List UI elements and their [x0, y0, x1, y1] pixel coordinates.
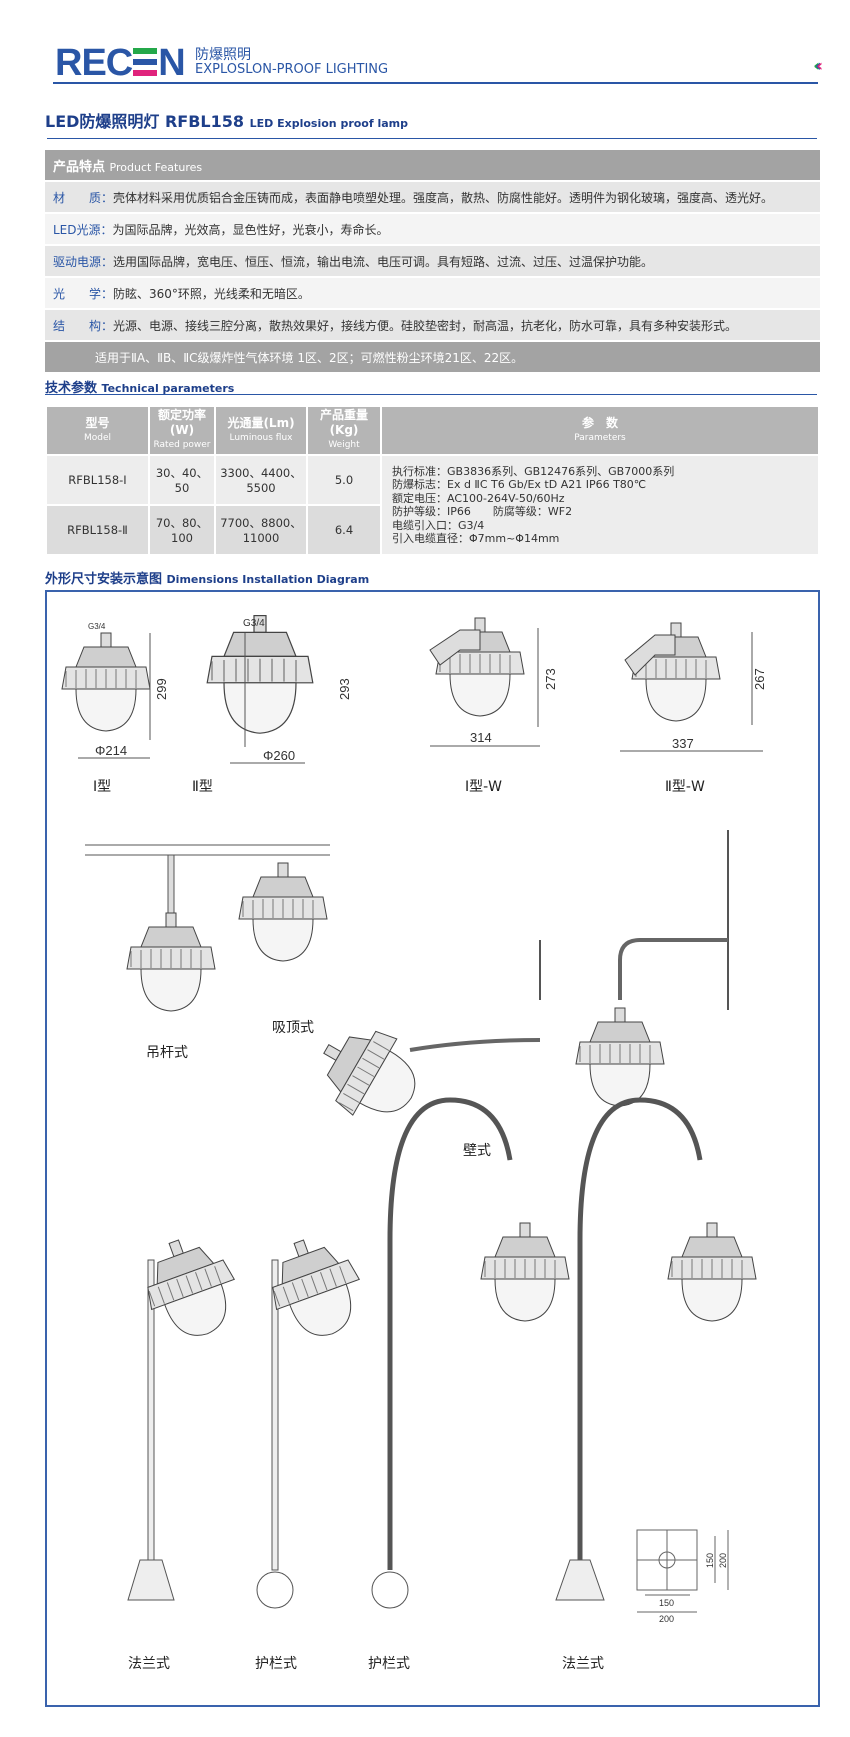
mount-label: 壁式	[463, 1143, 491, 1159]
type-label: Ⅱ型	[192, 779, 213, 795]
feature-row: 光 学：防眩、360°环照，光线柔和无暗区。	[45, 277, 820, 310]
feature-row: LED光源：为国际品牌，光效高，显色性好，光衰小，寿命长。	[45, 213, 820, 246]
brand-cn: 防爆照明	[195, 47, 251, 63]
flange-plate	[636, 1529, 729, 1613]
divider	[45, 394, 817, 395]
feature-row: 材 质：壳体材料采用优质铝合金压铸而成，表面静电喷塑处理。强度高，散热、防腐性能…	[45, 181, 820, 214]
lamp-type-1	[61, 632, 151, 732]
lamp-type-1w	[429, 617, 525, 717]
mount-label: 护栏式	[368, 1656, 410, 1672]
mount-label: 法兰式	[562, 1656, 604, 1672]
cell: 3300、4400、5500	[214, 454, 308, 506]
diagram-box	[45, 590, 820, 1707]
cell: 70、80、100	[148, 504, 216, 556]
dimension-lines	[78, 628, 763, 764]
features-header: 产品特点 Product Features	[45, 150, 820, 182]
mount-label: 护栏式	[255, 1656, 297, 1672]
features-table: 产品特点 Product Features 材 质：壳体材料采用优质铝合金压铸而…	[45, 150, 820, 374]
dim-width: 337	[672, 736, 694, 751]
mount-label: 吸顶式	[272, 1020, 314, 1036]
thread-label: G3/4	[243, 618, 265, 629]
brand-en: EXPLOSLON-PROOF LIGHTING	[195, 62, 389, 77]
pendant-mount	[85, 844, 225, 1012]
mount-label: 吊杆式	[146, 1045, 188, 1061]
thread-label: G3/4	[88, 622, 106, 631]
flange-dim: 200	[659, 1614, 674, 1624]
cell: RFBL158-Ⅱ	[45, 504, 150, 556]
params-cell: 执行标准：GB3836系列、GB12476系列、GB7000系列防爆标志：Ex …	[380, 454, 820, 556]
cell: 5.0	[306, 454, 382, 506]
lamp-type-2	[206, 614, 314, 734]
wall-mount	[303, 830, 729, 1137]
features-footer: 适用于ⅡA、ⅡB、ⅡC级爆炸性气体环境 1区、2区；可燃性粉尘环境21区、22区…	[45, 341, 820, 374]
cell: 7700、8800、11000	[214, 504, 308, 556]
divider	[47, 138, 817, 139]
cell: RFBL158-Ⅰ	[45, 454, 150, 506]
dim-height: 267	[752, 668, 767, 690]
dim-height: 273	[543, 668, 558, 690]
type-label: Ⅰ型	[93, 779, 112, 795]
flange-dim: 150	[705, 1553, 715, 1568]
feature-row: 结 构：光源、电源、接线三腔分离，散热效果好，接线方便。硅胶垫密封，耐高温，抗老…	[45, 309, 820, 342]
dim-height: 293	[337, 678, 352, 700]
col-header: 产品重量(Kg)Weight	[306, 405, 382, 456]
page-title: LED防爆照明灯 RFBL158 LED Explosion proof lam…	[45, 112, 408, 131]
flange-dim: 150	[659, 1598, 674, 1608]
flange-dim: 200	[718, 1553, 728, 1568]
col-header: 额定功率(W)Rated power	[148, 405, 216, 456]
mount-label: 法兰式	[128, 1656, 170, 1672]
divider	[53, 82, 818, 84]
dim-height: 299	[154, 678, 169, 700]
ceiling-mount	[225, 844, 330, 962]
logo-e-mark	[133, 48, 158, 76]
dim-width: 314	[470, 730, 492, 745]
cell: 6.4	[306, 504, 382, 556]
tech-title: 技术参数 Technical parameters	[45, 381, 235, 396]
pole-mounts	[127, 1097, 757, 1609]
feature-row: 驱动电源：选用国际品牌，宽电压、恒压、恒流，输出电流、电压可调。具有短路、过流、…	[45, 245, 820, 278]
diagram-title: 外形尺寸安装示意图 Dimensions Installation Diagra…	[45, 572, 370, 587]
type-label: Ⅱ型-W	[665, 779, 705, 795]
col-header: 光通量(Lm)Luminous flux	[214, 405, 308, 456]
type-label: Ⅰ型-W	[465, 779, 503, 795]
dim-width: Φ260	[263, 748, 295, 763]
dim-width: Φ214	[95, 743, 127, 758]
lamp-type-2w	[624, 622, 721, 722]
cell: 30、40、50	[148, 454, 216, 506]
